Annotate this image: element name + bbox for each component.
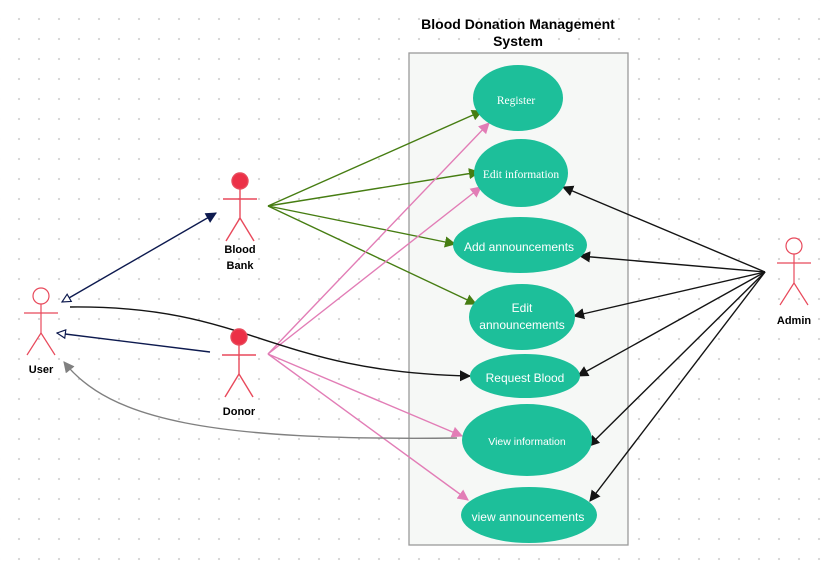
use-case-request-blood[interactable]: Request Blood [470, 354, 580, 398]
edge-bloodbank-register [267, 109, 484, 207]
edge-bloodbank-add-announcements [267, 205, 457, 248]
user-figure-icon [24, 287, 58, 356]
edge-view-information-user [63, 361, 458, 439]
use-case-view-announcements[interactable]: view announcements [461, 487, 597, 543]
edge-admin-add-announcements [578, 251, 766, 273]
use-case-edit-announcements[interactable]: Edit announcements [469, 284, 575, 350]
use-case-register-label: Register [497, 95, 535, 107]
edge-donor-view-announcements [267, 353, 469, 501]
use-case-view-information-label: View information [488, 436, 566, 448]
actor-user[interactable]: User [24, 287, 58, 376]
donor-associations [267, 122, 490, 501]
actor-admin-label: Admin [777, 315, 812, 327]
use-case-request-blood-label: Request Blood [486, 371, 565, 385]
actor-donor-label: Donor [223, 406, 256, 418]
generalizations [57, 212, 216, 353]
blood-bank-associations [267, 109, 484, 305]
edge-admin-view-announcements [589, 271, 766, 502]
use-case-register[interactable]: Register [473, 65, 563, 131]
use-case-view-information[interactable]: View information [462, 404, 592, 476]
use-case-edit-announcements-label-line1: Edit [512, 301, 533, 315]
actor-blood-bank-label-line2: Bank [227, 260, 255, 272]
use-case-edit-announcements-label-line2: announcements [479, 318, 564, 332]
diagram-title-line2: System [493, 33, 543, 49]
actor-admin[interactable]: Admin [777, 237, 812, 327]
edge-donor-generalizes-user [57, 333, 211, 353]
diagram-title-line1: Blood Donation Management [421, 16, 615, 32]
actor-blood-bank[interactable]: Blood Bank [223, 172, 257, 272]
edge-admin-view-information [588, 271, 766, 447]
edge-donor-edit-information [267, 186, 482, 355]
admin-associations [561, 185, 766, 502]
use-case-add-announcements-label: Add announcements [464, 240, 574, 254]
edge-bloodbank-edit-information [267, 168, 481, 207]
use-case-add-announcements[interactable]: Add announcements [453, 217, 587, 273]
edge-admin-edit-announcements [572, 271, 766, 320]
actor-user-label: User [29, 364, 54, 376]
donor-figure-icon [222, 328, 256, 398]
edge-donor-register [267, 122, 490, 355]
admin-figure-icon [777, 237, 811, 306]
edge-donor-view-information [267, 353, 464, 438]
edge-admin-request-blood [577, 271, 766, 377]
use-case-edit-information-label: Edit information [483, 169, 560, 181]
blood-bank-figure-icon [223, 172, 257, 242]
edge-admin-edit-information [561, 185, 766, 273]
edge-bloodbank-edit-announcements [267, 205, 478, 305]
use-case-edit-information[interactable]: Edit information [474, 139, 568, 207]
actor-blood-bank-label-line1: Blood [224, 244, 255, 256]
use-case-view-announcements-label: view announcements [472, 510, 585, 524]
actor-donor[interactable]: Donor [222, 328, 256, 418]
edge-user-request-blood [69, 306, 472, 382]
edge-bloodbank-generalizes-user [62, 212, 216, 302]
